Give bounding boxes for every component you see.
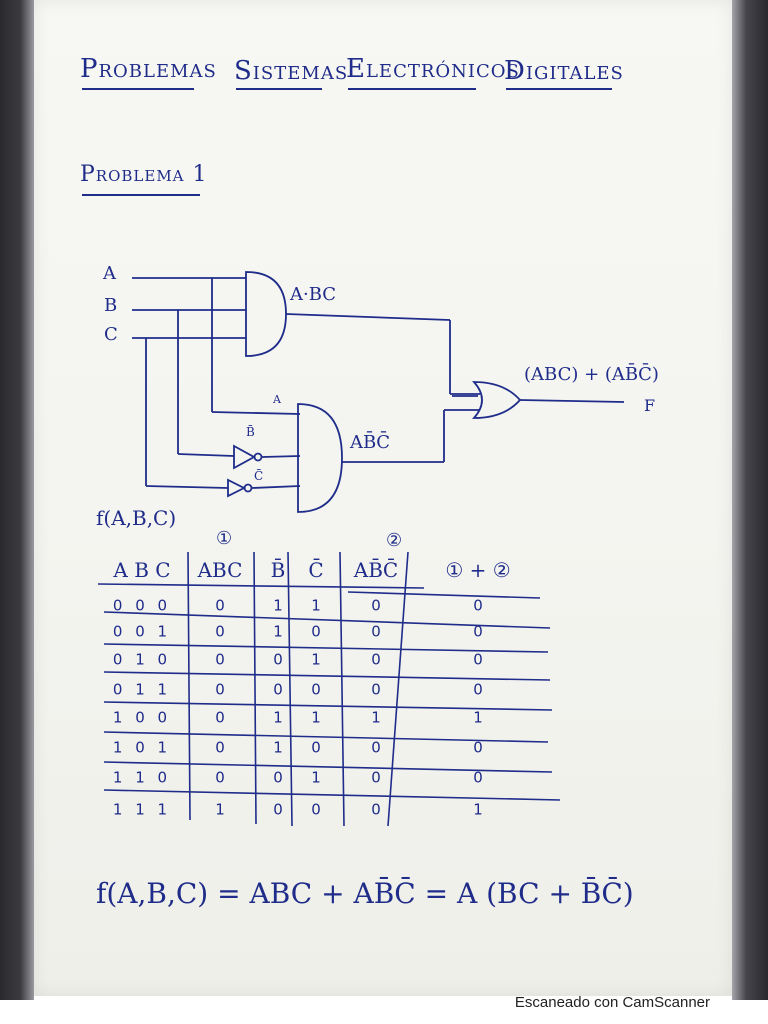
or-gate xyxy=(471,381,522,419)
and1-output-label: A·BC xyxy=(290,284,337,305)
scanner-footer: Escaneado con CamScanner xyxy=(514,994,710,1011)
table-cell: 1 xyxy=(311,768,321,787)
table-cell: 1 0 0 xyxy=(112,708,172,727)
table-cell: 0 xyxy=(371,738,381,757)
table-cell: 0 xyxy=(215,738,225,757)
title-word-1: Problemas xyxy=(80,54,217,84)
table-cell: 1 0 1 xyxy=(112,738,172,757)
and2-input-label-a: A xyxy=(273,393,281,406)
table-cell: 0 xyxy=(215,596,225,615)
title-word-4: Digitales xyxy=(504,56,624,86)
header-b-not: B̄ xyxy=(270,558,286,582)
table-cell: 0 xyxy=(311,800,321,819)
title-word-2: Sistemas xyxy=(234,56,349,86)
table-cell: 0 xyxy=(311,738,321,757)
table-cell: 0 xyxy=(273,768,283,787)
table-cell: 0 xyxy=(473,596,483,615)
header-abc: A B C xyxy=(113,558,171,582)
table-cell: 0 xyxy=(371,680,381,699)
table-cell: 0 xyxy=(273,680,283,699)
table-cell: 0 xyxy=(215,650,225,669)
table-cell: 0 xyxy=(311,622,321,641)
not-gate-b xyxy=(233,444,256,470)
table-cell: 1 xyxy=(273,708,283,727)
input-label-b: B xyxy=(104,295,118,316)
table-cell: 0 xyxy=(473,680,483,699)
problem-heading: Problema 1 xyxy=(80,162,208,187)
table-cell: 1 xyxy=(273,622,283,641)
title-word-3: Electrónicos xyxy=(346,54,520,84)
header-or: ① + ② xyxy=(445,558,511,582)
table-cell: 1 xyxy=(311,650,321,669)
table-cell: 0 xyxy=(371,622,381,641)
function-label: f(A,B,C) xyxy=(96,506,177,530)
table-cell: 0 xyxy=(473,622,483,641)
title-underline-2 xyxy=(236,88,322,90)
input-label-c: C xyxy=(104,324,118,345)
input-label-a: A xyxy=(103,263,116,284)
column-marker-1: ① xyxy=(216,528,233,549)
table-cell: 0 xyxy=(215,680,225,699)
table-cell: 1 1 0 xyxy=(112,768,172,787)
and2-input-label-c: C̄ xyxy=(254,469,264,483)
table-cell: 0 0 1 xyxy=(112,622,172,641)
title-underline-3 xyxy=(348,88,476,90)
and2-output-label: AB̄C̄ xyxy=(350,432,390,453)
problem-heading-underline xyxy=(82,194,200,196)
title-underline-1 xyxy=(82,88,194,90)
header-and1: ABC xyxy=(197,558,243,582)
table-cell: 1 xyxy=(311,596,321,615)
scan-edge-right xyxy=(732,0,768,1000)
title-underline-4 xyxy=(506,88,612,90)
not-gate-c xyxy=(227,478,247,498)
table-cell: 0 xyxy=(371,596,381,615)
table-cell: 0 xyxy=(473,768,483,787)
scan-edge-left xyxy=(0,0,34,1000)
column-marker-2: ② xyxy=(386,530,403,551)
table-cell: 0 xyxy=(371,768,381,787)
table-cell: 0 xyxy=(473,650,483,669)
table-cell: 0 xyxy=(473,738,483,757)
table-cell: 0 xyxy=(273,650,283,669)
table-cell: 0 0 0 xyxy=(112,596,172,615)
table-cell: 1 xyxy=(473,708,483,727)
and1-output-wire xyxy=(285,313,451,321)
and-gate-2 xyxy=(297,403,343,513)
result-equation: f(A,B,C) = ABC + AB̄C̄ = A (BC + B̄C̄) xyxy=(96,877,634,910)
and2-input-label-b: B̄ xyxy=(246,425,255,439)
header-and2: AB̄C̄ xyxy=(353,558,399,582)
header-c-not: C̄ xyxy=(308,558,324,582)
table-cell: 0 xyxy=(215,768,225,787)
table-cell: 0 1 1 xyxy=(112,680,172,699)
table-cell: 1 xyxy=(473,800,483,819)
table-cell: 0 1 0 xyxy=(112,650,172,669)
table-cell: 0 xyxy=(311,680,321,699)
table-cell: 0 xyxy=(371,650,381,669)
output-label-f: F xyxy=(644,396,656,415)
table-cell: 1 xyxy=(371,708,381,727)
table-cell: 1 xyxy=(273,738,283,757)
table-cell: 1 xyxy=(273,596,283,615)
table-cell: 0 xyxy=(371,800,381,819)
table-cell: 1 xyxy=(311,708,321,727)
or-output-wire xyxy=(519,399,625,403)
table-cell: 0 xyxy=(215,708,225,727)
table-cell: 1 xyxy=(215,800,225,819)
table-cell: 0 xyxy=(273,800,283,819)
table-cell: 0 xyxy=(215,622,225,641)
table-cell: 1 1 1 xyxy=(112,800,172,819)
or-output-expression: (ABC) + (AB̄C̄) xyxy=(524,364,659,385)
paper-sheet xyxy=(34,0,732,996)
